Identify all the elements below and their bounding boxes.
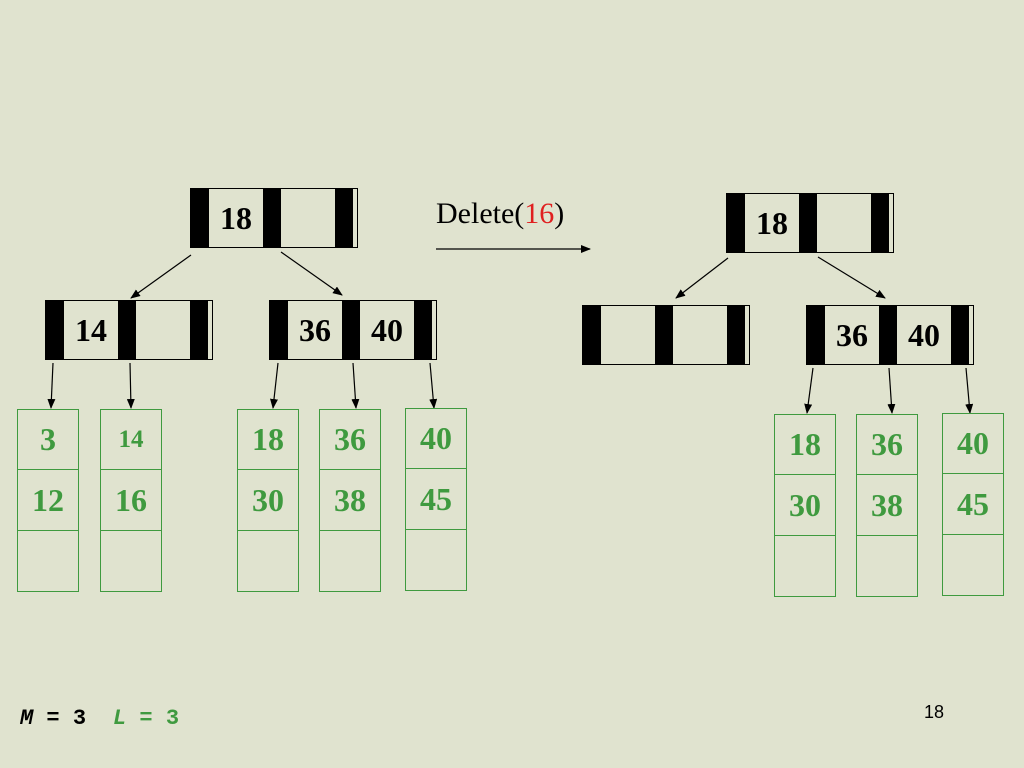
- param-l-value: 3: [165, 706, 180, 731]
- edge-to-leaf-5: [429, 362, 438, 409]
- leaf-value: 18: [774, 414, 836, 475]
- operation-suffix: ): [554, 197, 565, 230]
- pointer-slot: [879, 306, 897, 364]
- root-node-before: 18: [190, 188, 358, 248]
- internal-node-left-after-empty: [582, 305, 750, 365]
- pointer-slot: [951, 306, 969, 364]
- pointer-slot: [583, 306, 601, 364]
- pointer-slot: [335, 189, 353, 247]
- leaf-value: 45: [405, 469, 467, 530]
- operation-label: Delete(16): [436, 197, 564, 231]
- edge-to-leaf-1: [47, 362, 56, 409]
- leaf-value-empty: [774, 536, 836, 597]
- edge-to-leaf-after-3: [965, 367, 974, 414]
- root-key-1: 18: [220, 199, 252, 236]
- internal-key-2: [136, 301, 190, 359]
- edge-to-leaf-2: [126, 362, 135, 409]
- internal-key-2: 40: [371, 311, 403, 348]
- leaf-value: 45: [942, 474, 1004, 535]
- internal-node-left-before: 14: [45, 300, 213, 360]
- pointer-slot: [727, 194, 745, 252]
- leaf-value-empty: [319, 531, 381, 592]
- param-m-value: 3: [72, 706, 87, 731]
- leaf-value: 40: [405, 408, 467, 469]
- leaf-value: 12: [17, 470, 79, 531]
- param-m-eq: =: [46, 706, 60, 731]
- leaf-node-after-2: 36 38: [856, 414, 918, 597]
- root-key-1: 18: [756, 204, 788, 241]
- leaf-value-empty: [17, 531, 79, 592]
- page-number: 18: [924, 702, 945, 722]
- pointer-slot: [871, 194, 889, 252]
- internal-key-2: 40: [908, 316, 940, 353]
- root-key-2: [817, 194, 871, 252]
- internal-key-1: [601, 306, 655, 364]
- internal-key-1: 36: [836, 316, 868, 353]
- internal-node-right-before: 36 40: [269, 300, 437, 360]
- leaf-node-before-3: 18 30: [237, 409, 299, 592]
- leaf-value: 30: [237, 470, 299, 531]
- operation-prefix: Delete(: [436, 197, 525, 230]
- pointer-slot: [191, 189, 209, 247]
- edge-root-to-left-child: [130, 254, 192, 299]
- pointer-slot: [727, 306, 745, 364]
- edge-to-leaf-4: [351, 362, 360, 409]
- leaf-value-empty: [942, 535, 1004, 596]
- pointer-slot: [46, 301, 64, 359]
- leaf-value: 36: [319, 409, 381, 470]
- leaf-value-empty: [405, 530, 467, 591]
- param-l: L = 3: [113, 706, 179, 731]
- edge-root-to-right-child-after: [817, 256, 886, 299]
- internal-key-1: 14: [75, 311, 107, 348]
- param-l-eq: =: [139, 706, 153, 731]
- pointer-slot: [655, 306, 673, 364]
- internal-key-1: 36: [299, 311, 331, 348]
- edge-root-to-right-child: [280, 251, 343, 296]
- leaf-node-after-3: 40 45: [942, 413, 1004, 596]
- leaf-node-before-1: 3 12: [17, 409, 79, 592]
- leaf-node-before-4: 36 38: [319, 409, 381, 592]
- leaf-node-after-1: 18 30: [774, 414, 836, 597]
- leaf-value: 36: [856, 414, 918, 475]
- pointer-slot: [263, 189, 281, 247]
- leaf-value: 40: [942, 413, 1004, 474]
- leaf-value-empty: [856, 536, 918, 597]
- operation-argument: 16: [524, 197, 555, 230]
- leaf-value-empty: [100, 531, 162, 592]
- pointer-slot: [270, 301, 288, 359]
- leaf-value: 38: [319, 470, 381, 531]
- leaf-value-empty: [237, 531, 299, 592]
- edge-to-leaf-3: [270, 362, 279, 409]
- pointer-slot: [414, 301, 432, 359]
- param-l-name: L: [113, 706, 127, 731]
- edge-to-leaf-after-2: [887, 367, 896, 414]
- leaf-node-before-5: 40 45: [405, 408, 467, 591]
- pointer-slot: [190, 301, 208, 359]
- pointer-slot: [118, 301, 136, 359]
- leaf-value: 18: [237, 409, 299, 470]
- root-node-after: 18: [726, 193, 894, 253]
- leaf-node-before-2: 14 16: [100, 409, 162, 592]
- param-m: M = 3: [20, 706, 86, 731]
- edge-root-to-left-child-after: [675, 257, 729, 299]
- leaf-value: 30: [774, 475, 836, 536]
- root-key-2: [281, 189, 335, 247]
- internal-node-right-after: 36 40: [806, 305, 974, 365]
- pointer-slot: [807, 306, 825, 364]
- internal-key-2: [673, 306, 727, 364]
- leaf-value: 16: [100, 470, 162, 531]
- leaf-value: 3: [17, 409, 79, 470]
- leaf-value: 38: [856, 475, 918, 536]
- leaf-value: 14: [100, 409, 162, 470]
- pointer-slot: [799, 194, 817, 252]
- param-m-name: M: [20, 706, 34, 731]
- edge-to-leaf-after-1: [804, 367, 814, 414]
- pointer-slot: [342, 301, 360, 359]
